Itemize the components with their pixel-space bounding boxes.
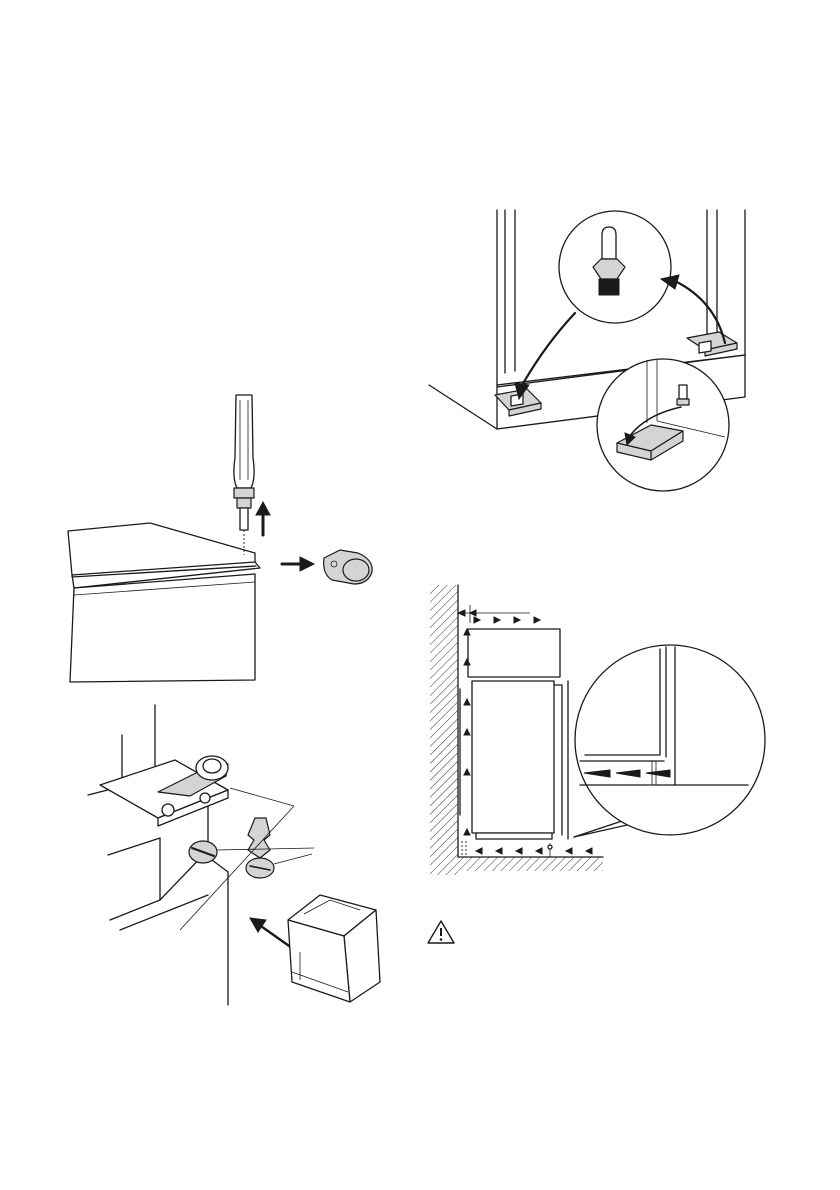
screwdriver-icon bbox=[234, 395, 254, 555]
clearance-detail-magnifier bbox=[574, 645, 765, 837]
right-arrow-icon bbox=[282, 557, 314, 571]
warning-triangle-icon bbox=[426, 918, 456, 946]
bracket-detail-magnifier bbox=[597, 359, 729, 491]
airflow-top-arrows bbox=[474, 617, 540, 623]
screw-icon bbox=[246, 818, 274, 878]
appliance-outline bbox=[460, 629, 568, 839]
appliance-top-illustration bbox=[68, 523, 260, 682]
figure-screwdriver-hinge-cover bbox=[60, 390, 380, 690]
hinge-bracket-right-icon bbox=[687, 332, 737, 356]
figure-ventilation-clearance bbox=[430, 585, 760, 875]
figure-hinge-pin-transfer bbox=[425, 205, 755, 490]
figure-hinge-cover-screw bbox=[80, 700, 400, 1010]
pin-detail-magnifier bbox=[559, 211, 671, 323]
adjusting-screw-icon bbox=[189, 841, 217, 863]
hinge-plate-icon bbox=[100, 756, 228, 826]
insert-arrow-icon bbox=[250, 918, 292, 948]
hinge-cover-icon bbox=[288, 895, 380, 1002]
hinge-cap-icon bbox=[324, 550, 373, 584]
airflow-floor-arrows bbox=[462, 841, 592, 857]
up-arrow-icon bbox=[256, 502, 270, 535]
